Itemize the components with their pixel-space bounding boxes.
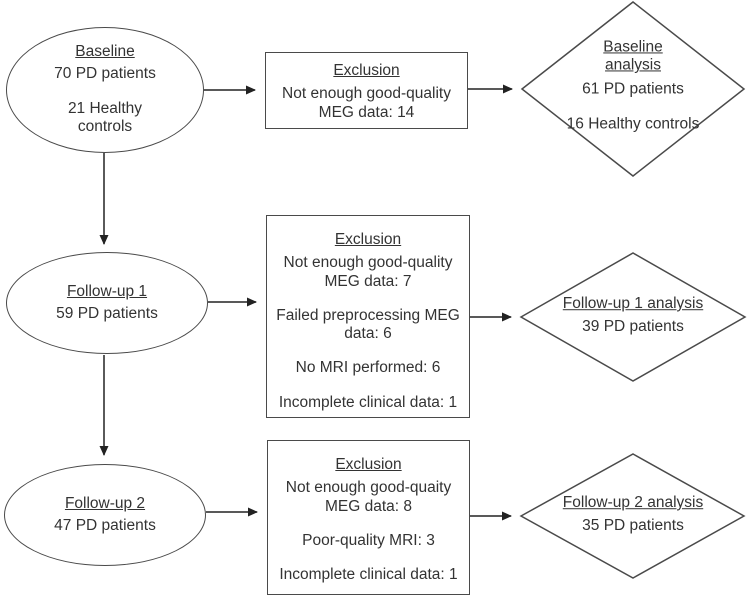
analysis-label-baseline: Baseline analysis 61 PD patients 16 Heal…: [543, 38, 723, 133]
followup1-analysis-diamond: [519, 252, 747, 382]
analysis-title: Follow-up 1 analysis: [562, 295, 704, 313]
analysis-line: 16 Healthy controls: [566, 115, 700, 133]
exclusion-item: Not enough good-quality MEG data: 14: [282, 85, 451, 121]
analysis-title: Baseline analysis: [603, 38, 663, 74]
exclusion-box-baseline: Exclusion Not enough good-quality MEG da…: [265, 52, 468, 129]
analysis-label-followup2: Follow-up 2 analysis 35 PD patients: [533, 494, 733, 536]
exclusion-item: Poor-quality MRI: 3: [302, 531, 435, 549]
exclusion-title: Exclusion: [335, 456, 402, 473]
exclusion-title: Exclusion: [333, 62, 400, 79]
followup2-analysis-diamond: [519, 453, 746, 579]
analysis-line: 39 PD patients: [582, 318, 684, 336]
exclusion-box-followup2: Exclusion Not enough good-quaity MEG dat…: [267, 440, 470, 595]
stage-title: Follow-up 2: [64, 495, 146, 513]
baseline-analysis-diamond: [520, 1, 746, 177]
analysis-line: 35 PD patients: [582, 517, 684, 535]
analysis-title: Follow-up 2 analysis: [562, 494, 704, 512]
exclusion-title: Exclusion: [334, 231, 402, 248]
stage-line: 70 PD patients: [54, 64, 156, 82]
stage-ellipse-baseline: Baseline 70 PD patients 21 Healthy contr…: [6, 27, 204, 153]
stage-ellipse-followup1: Follow-up 1 59 PD patients: [6, 252, 208, 354]
stage-line: 21 Healthy controls: [67, 100, 143, 136]
exclusion-item: Failed preprocessing MEG data: 6: [276, 306, 460, 343]
exclusion-item: No MRI performed: 6: [295, 359, 441, 377]
exclusion-item: Not enough good-quaity MEG data: 8: [285, 479, 452, 515]
stage-title: Baseline: [75, 43, 135, 61]
stage-title: Follow-up 1: [66, 283, 148, 301]
exclusion-item: Incomplete clinical data: 1: [278, 393, 458, 411]
stage-line: 59 PD patients: [56, 304, 158, 322]
exclusion-box-followup1: Exclusion Not enough good-quality MEG da…: [266, 215, 470, 418]
exclusion-item: Incomplete clinical data: 1: [279, 566, 458, 584]
stage-line: 47 PD patients: [54, 516, 156, 534]
analysis-line: 61 PD patients: [582, 80, 684, 97]
exclusion-item: Not enough good-quality MEG data: 7: [283, 254, 453, 290]
analysis-label-followup1: Follow-up 1 analysis 39 PD patients: [533, 295, 733, 337]
stage-ellipse-followup2: Follow-up 2 47 PD patients: [4, 464, 206, 566]
